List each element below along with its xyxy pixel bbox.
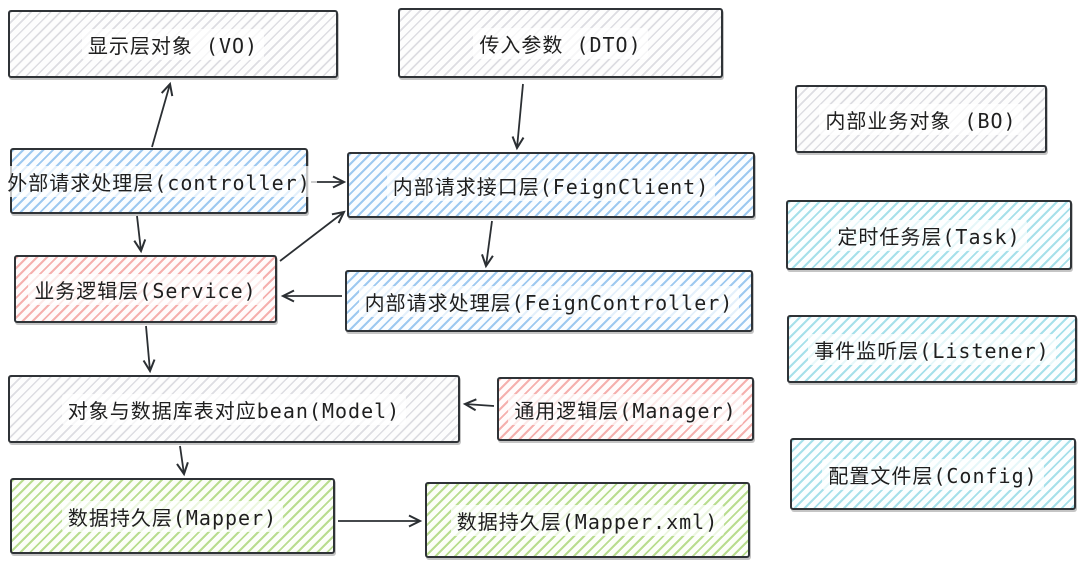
- node-controller-label: 外部请求处理层(controller): [1, 165, 317, 197]
- node-task: 定时任务层(Task): [786, 200, 1072, 270]
- node-feign-client-label: 内部请求接口层(FeignClient): [386, 169, 716, 201]
- arrow-controller-to-service: [133, 215, 147, 254]
- arrow-manager-to-model: [462, 398, 495, 412]
- node-dto: 传入参数 (DTO): [398, 8, 723, 78]
- node-mapper-xml: 数据持久层(Mapper.xml): [425, 482, 750, 558]
- arrow-controller-to-vo: [151, 81, 174, 148]
- node-dto-label: 传入参数 (DTO): [473, 27, 648, 59]
- node-listener: 事件监听层(Listener): [787, 315, 1077, 383]
- arrow-model-to-mapper: [176, 445, 189, 477]
- node-model-label: 对象与数据库表对应bean(Model): [61, 393, 407, 425]
- node-feign-controller-label: 内部请求处理层(FeignController): [358, 285, 740, 317]
- node-mapper-label: 数据持久层(Mapper): [61, 500, 284, 532]
- node-vo: 显示层对象 (VO): [8, 10, 338, 78]
- arrow-feignclient-to-feignctrl: [481, 220, 494, 269]
- node-listener-label: 事件监听层(Listener): [808, 333, 1056, 365]
- node-service-label: 业务逻辑层(Service): [28, 273, 263, 305]
- node-config-label: 配置文件层(Config): [822, 458, 1044, 490]
- arrow-service-to-feignclient: [279, 210, 346, 262]
- node-controller: 外部请求处理层(controller): [1, 148, 317, 214]
- node-model: 对象与数据库表对应bean(Model): [8, 375, 460, 443]
- arrow-service-to-model: [142, 325, 156, 374]
- node-bo: 内部业务对象 (BO): [795, 85, 1047, 153]
- node-vo-label: 显示层对象 (VO): [81, 28, 265, 60]
- arrow-dto-to-feignclient: [511, 83, 525, 151]
- node-manager: 通用逻辑层(Manager): [497, 377, 754, 441]
- node-config: 配置文件层(Config): [790, 438, 1076, 510]
- node-service: 业务逻辑层(Service): [14, 255, 277, 323]
- node-feign-controller: 内部请求处理层(FeignController): [345, 270, 753, 332]
- node-feign-client: 内部请求接口层(FeignClient): [347, 152, 755, 218]
- node-bo-label: 内部业务对象 (BO): [819, 103, 1023, 135]
- node-mapper-xml-label: 数据持久层(Mapper.xml): [450, 504, 725, 536]
- node-manager-label: 通用逻辑层(Manager): [508, 393, 743, 425]
- node-mapper: 数据持久层(Mapper): [10, 478, 335, 554]
- node-task-label: 定时任务层(Task): [831, 219, 1027, 251]
